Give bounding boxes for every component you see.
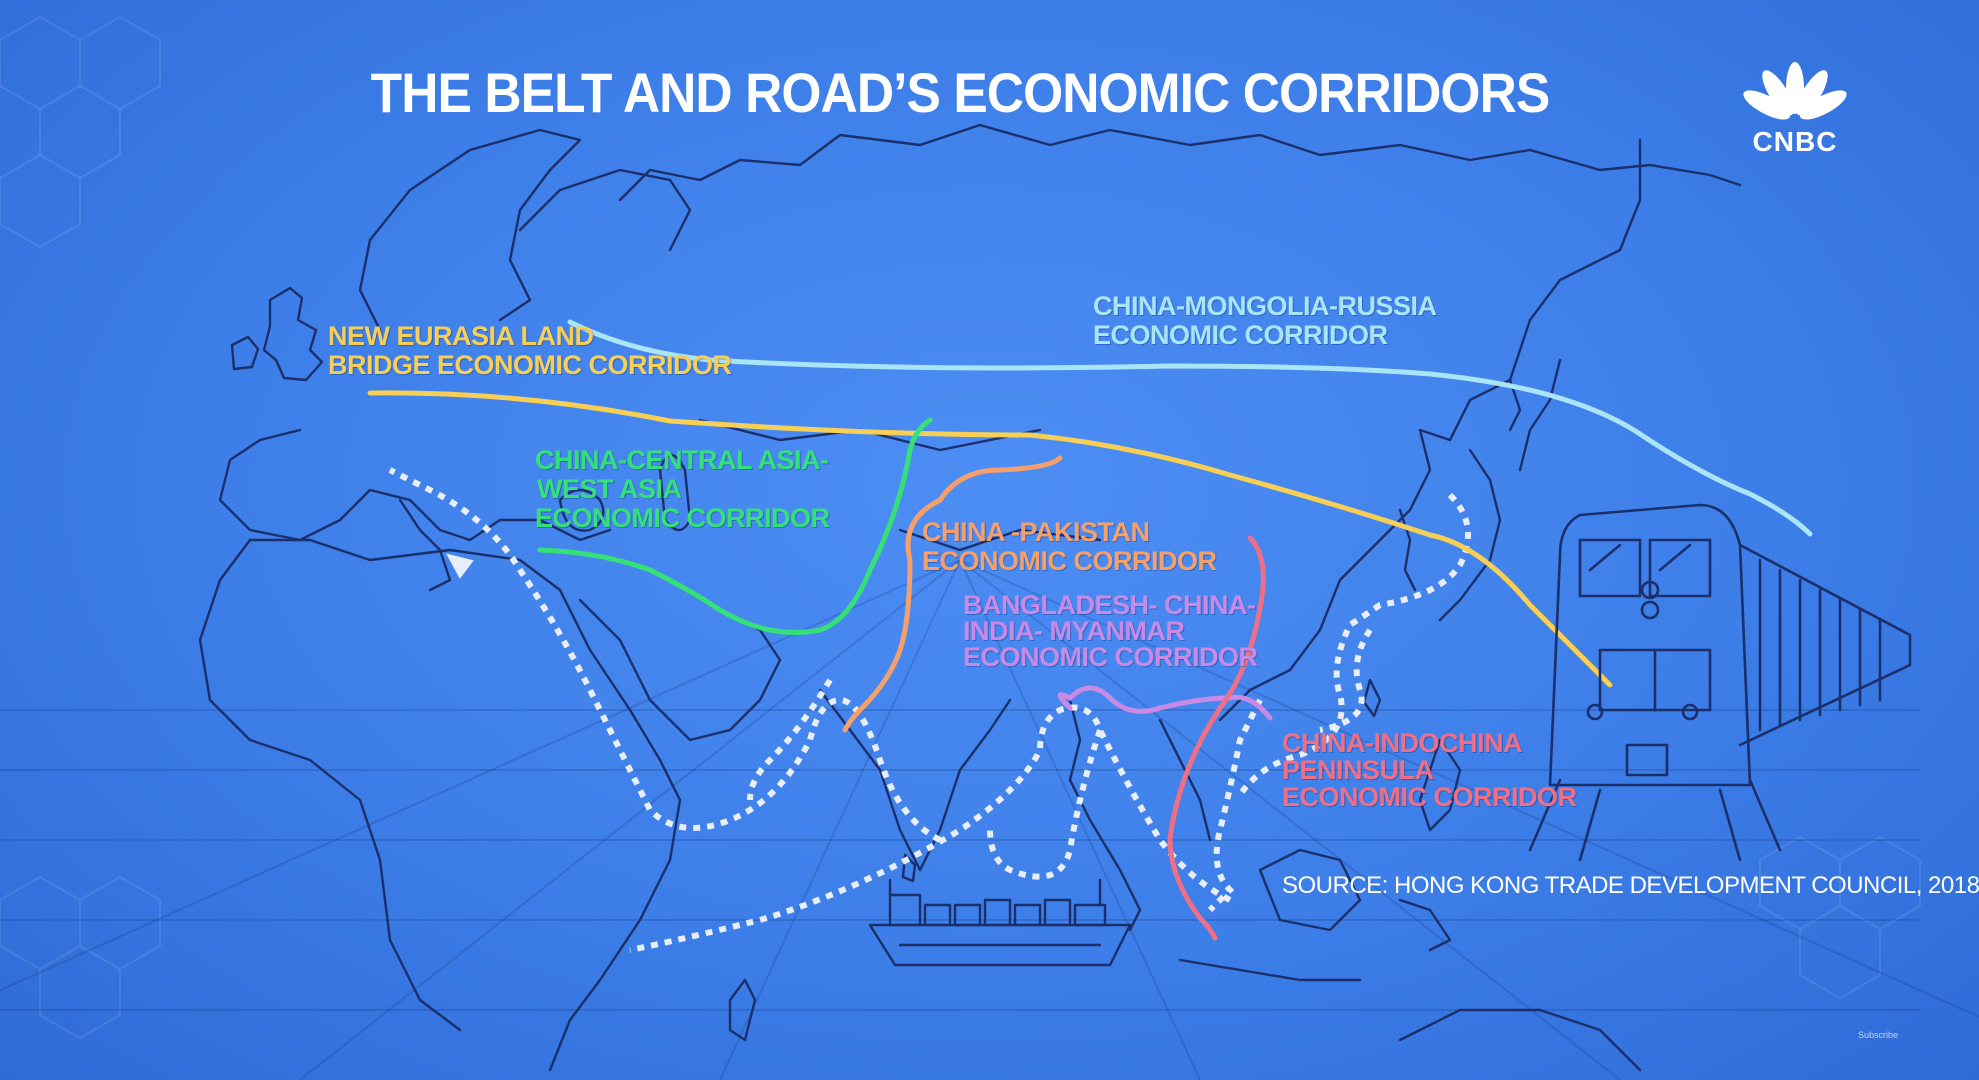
label-line: ECONOMIC CORRIDOR xyxy=(535,503,830,533)
brand-name: CNBC xyxy=(1752,126,1838,157)
train-illustration xyxy=(1528,503,1912,862)
label-line: BRIDGE ECONOMIC CORRIDOR xyxy=(328,350,732,380)
label-eurasia: NEW EURASIA LAND BRIDGE ECONOMIC CORRIDO… xyxy=(328,322,732,380)
label-line: NEW EURASIA LAND xyxy=(328,321,594,351)
cnbc-logo: CNBC xyxy=(1730,58,1860,158)
label-line: ECONOMIC CORRIDOR xyxy=(963,642,1258,672)
label-line: ECONOMIC CORRIDOR xyxy=(1093,320,1388,350)
label-central-asia: CHINA-CENTRAL ASIA- WEST ASIA ECONOMIC C… xyxy=(535,446,830,533)
label-line: CHINA-MONGOLIA-RUSSIA xyxy=(1093,291,1437,321)
hex-pattern xyxy=(0,15,1921,1040)
label-line: CHINA-INDOCHINA xyxy=(1282,728,1522,758)
cargo-ship-illustration xyxy=(868,878,1132,967)
maritime-routes xyxy=(388,467,1471,953)
source-credit: SOURCE: HONG KONG TRADE DEVELOPMENT COUN… xyxy=(1282,872,1979,899)
corridor-map xyxy=(0,15,1979,1080)
label-line: CHINA-CENTRAL ASIA- xyxy=(535,445,829,475)
label-line: INDIA- MYANMAR xyxy=(963,616,1185,646)
label-line: ECONOMIC CORRIDOR xyxy=(1282,782,1577,812)
label-line: BANGLADESH- CHINA- xyxy=(963,590,1256,620)
map-stage: THE BELT AND ROAD’S ECONOMIC CORRIDORS C… xyxy=(0,15,1979,1080)
corridor-line-pakistan xyxy=(842,455,1063,733)
corridor-line-indochina xyxy=(1167,535,1266,941)
label-mongolia: CHINA-MONGOLIA-RUSSIA ECONOMIC CORRIDOR xyxy=(1093,291,1437,350)
subscribe-watermark[interactable]: Subscribe xyxy=(1858,1030,1899,1040)
label-indochina: CHINA-INDOCHINA PENINSULA ECONOMIC CORRI… xyxy=(1282,730,1577,811)
peacock-icon xyxy=(1743,62,1847,120)
corridor-line-mongolia xyxy=(567,319,1813,537)
label-line: CHINA -PAKISTAN xyxy=(922,517,1150,547)
page-title: THE BELT AND ROAD’S ECONOMIC CORRIDORS xyxy=(370,61,1551,124)
label-line: ECONOMIC CORRIDOR xyxy=(922,546,1217,576)
label-line: WEST ASIA xyxy=(537,474,682,504)
corridor-line-eurasia xyxy=(367,390,1613,688)
label-pakistan: CHINA -PAKISTAN ECONOMIC CORRIDOR xyxy=(922,518,1217,576)
corridor-line-central-asia xyxy=(537,417,933,635)
route-arrowhead xyxy=(446,553,474,579)
landmass-outlines xyxy=(198,123,1742,1072)
label-bcim: BANGLADESH- CHINA- INDIA- MYANMAR ECONOM… xyxy=(963,590,1258,672)
label-line: PENINSULA xyxy=(1282,755,1434,785)
corridor-line-bcim xyxy=(1057,685,1273,721)
